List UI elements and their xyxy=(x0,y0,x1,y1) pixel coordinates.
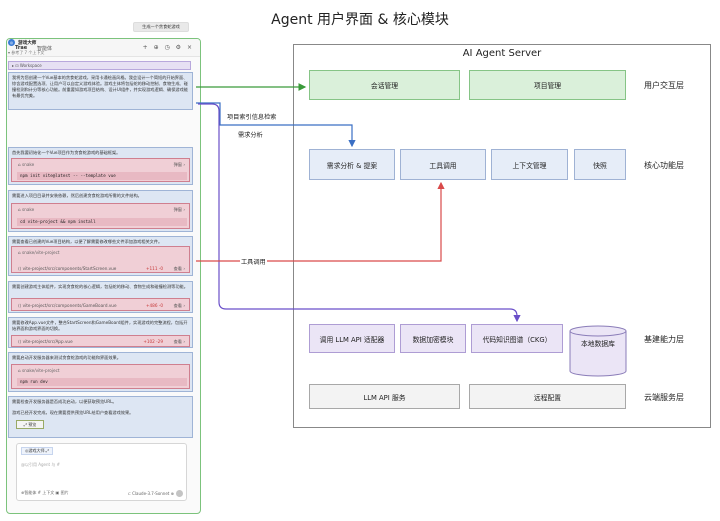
step3-text: 需要查看已创建的Vue项目结构，以便了解需要修改哪些文件添加游戏相关文件。 xyxy=(12,239,163,244)
step7-block: 需要检查开发服务器是否成功启动，以便获取预览URL。 游戏已经开发完成，现在需要… xyxy=(8,396,193,438)
preview-button[interactable]: ⤢ 预览 xyxy=(16,420,44,429)
diagram-title: Agent 用户界面 & 核心模块 xyxy=(271,12,449,28)
node-local-database-cylinder xyxy=(569,325,627,377)
layer-base: 基建能力层 xyxy=(644,335,684,344)
terminal-command: npm init vite@latest -- --template vue xyxy=(17,172,187,180)
step2-text: 需要进入项目目录并安装依赖，然后创建贪食蛇游戏所需的文件结构。 xyxy=(12,193,142,198)
bot-row: ◎游戏大师 xyxy=(8,39,36,46)
terminal-command: cd vite-project && npm install xyxy=(17,218,187,226)
step7-text-2: 游戏已经开发完成，现在需要提供预览URL给用户查看游戏效果。 xyxy=(12,410,134,415)
edge-index-search xyxy=(198,103,521,323)
node-snapshot: 快照 xyxy=(574,149,626,180)
file-view-button[interactable]: 查看 › xyxy=(173,339,185,344)
composer-agent-tag[interactable]: ◎游戏大师 ⤢ xyxy=(21,447,53,455)
terminal-label: ⌂ snake xyxy=(18,207,35,212)
node-remote-config: 远程配置 xyxy=(469,384,626,409)
layer-cloud: 云端服务层 xyxy=(644,393,684,402)
tab-agent[interactable]: 智能体 xyxy=(37,46,53,52)
server-title: AI Agent Server xyxy=(462,48,542,59)
file-card-5: ⟨⟩ vite-project/src/App.vue +102 -29 查看 … xyxy=(11,335,190,347)
edge-tool-call xyxy=(196,181,445,262)
bot-avatar-icon: ◎ xyxy=(8,39,15,46)
node-requirement-analysis: 需求分析 & 提案 xyxy=(309,149,395,180)
node-context-management: 上下文管理 xyxy=(491,149,568,180)
bot-name: 游戏大师 xyxy=(18,41,37,46)
node-tool-calling: 工具调用 xyxy=(400,149,486,180)
edge-requirement-analysis xyxy=(196,102,356,148)
terminal-popup-button[interactable]: 弹窗 › xyxy=(173,207,185,212)
node-llm-api-service: LLM API 服务 xyxy=(309,384,460,409)
file-path[interactable]: ⟨⟩ vite-project/src/App.vue xyxy=(18,339,73,344)
node-llm-adapter: 调用 LLM API 适配器 xyxy=(309,324,395,353)
panel-header: Trae 智能体 + ⊕ ◷ ⚙ × xyxy=(7,39,200,57)
file-diff-count: +102 -29 xyxy=(143,339,163,344)
send-icon[interactable] xyxy=(176,490,183,497)
edge-label-requirement-analysis: 需求分析 xyxy=(237,130,264,139)
terminal-card-1: ⌂ snake 弹窗 › npm init vite@latest -- --t… xyxy=(11,158,190,182)
terminal-card-2: ⌂ snake 弹窗 › cd vite-project && npm inst… xyxy=(11,203,190,229)
intro-text: 我将为您创建一个Vue基本的贪食蛇游戏，采用卡通绘画风格。我会设计一个简短的开始… xyxy=(12,75,188,98)
file-card-3: ⌂ snake/vite-project ⟨⟩ vite-project/src… xyxy=(11,246,190,273)
composer-placeholder[interactable]: @以引用 Agent 与 # xyxy=(21,462,61,467)
composer-tools[interactable]: ⊕智能体 # 上下文 ▣ 图片 xyxy=(21,490,69,495)
terminal-label: ⌂ snake/vite-project xyxy=(18,368,60,373)
model-selector[interactable]: ⊂ Claude-3.7-Sonnet ⊕ xyxy=(127,491,174,496)
file-diff-count: +111 -0 xyxy=(145,266,163,271)
generate-snake-game-button[interactable]: 生成一个贪食蛇游戏 xyxy=(133,22,189,32)
step7-text-1: 需要检查开发服务器是否成功启动，以便获取预览URL。 xyxy=(12,399,117,404)
step4-text: 需要创建游戏主体组件，实现贪食蛇的核心逻辑，包括蛇的移动、食物生成和碰撞检测等功… xyxy=(12,284,188,289)
file-diff-count: +486 -0 xyxy=(145,303,163,308)
node-encryption: 数据加密模块 xyxy=(400,324,466,353)
node-project-management: 项目管理 xyxy=(469,70,626,100)
node-code-knowledge-graph: 代码知识图谱（CKG） xyxy=(471,324,563,353)
ai-agent-server-box xyxy=(293,44,711,428)
file-view-button[interactable]: 查看 › xyxy=(173,303,185,308)
node-local-database: 本地数据库 xyxy=(581,340,615,348)
layer-core: 核心功能层 xyxy=(644,161,684,170)
workspace-bar[interactable]: ▸ ⊡ Workspace xyxy=(8,61,191,70)
header-toolbar-icons[interactable]: + ⊕ ◷ ⚙ × xyxy=(142,44,194,51)
step1-text: 首先我要初始化一个Vue项目作为贪食蛇游戏的基础框架。 xyxy=(12,150,121,155)
file-card-4: ⟨⟩ vite-project/src/components/GameBoard… xyxy=(11,298,190,311)
chat-composer[interactable]: ◎游戏大师 ⤢ @以引用 Agent 与 # ⊕智能体 # 上下文 ▣ 图片 ⊂… xyxy=(16,443,187,501)
edge-label-index-search: 项目索引信息检索 xyxy=(226,112,278,121)
step5-text: 需要修改App.vue文件，整合StartScreen和GameBoard组件，… xyxy=(12,320,188,331)
terminal-popup-button[interactable]: 弹窗 › xyxy=(173,162,185,167)
layer-interaction: 用户交互层 xyxy=(644,81,684,90)
file-view-button[interactable]: 查看 › xyxy=(173,266,185,271)
file-path[interactable]: ⟨⟩ vite-project/src/components/GameBoard… xyxy=(18,303,117,308)
terminal-command: npm run dev xyxy=(17,378,187,386)
context-reference-toggle[interactable]: ▾ 参考了 7 个上下文 xyxy=(8,50,45,55)
step6-text: 需要启动开发服务器来测试贪食蛇游戏的功能和界面效果。 xyxy=(12,355,121,360)
tab-trae[interactable]: Trae xyxy=(15,45,28,51)
view-label: ⌂ snake/vite-project xyxy=(18,250,60,255)
terminal-label: ⌂ snake xyxy=(18,162,35,167)
file-path[interactable]: ⟨⟩ vite-project/src/components/StartScre… xyxy=(18,266,117,271)
node-session-management: 会话管理 xyxy=(309,70,460,100)
edge-label-tool-call: 工具调用 xyxy=(240,257,267,266)
intro-message: 我将为您创建一个Vue基本的贪食蛇游戏，采用卡通绘画风格。我会设计一个简短的开始… xyxy=(8,72,193,110)
terminal-card-6: ⌂ snake/vite-project npm run dev xyxy=(11,364,190,389)
